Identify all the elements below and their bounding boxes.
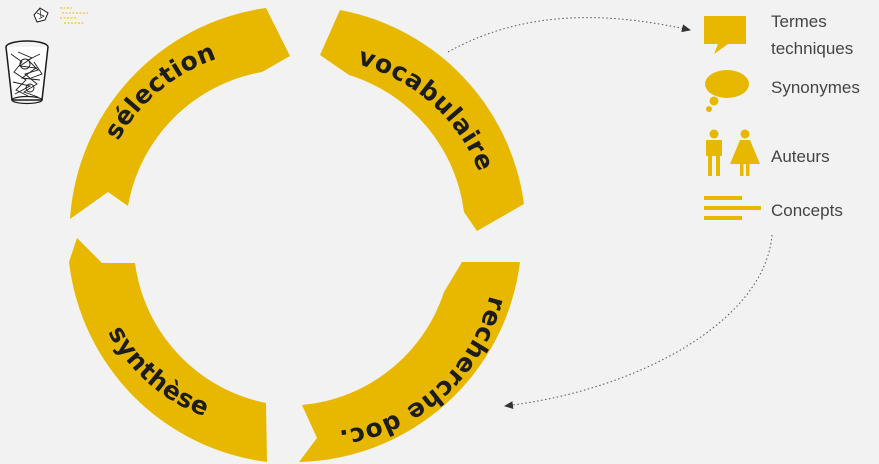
people-icon	[706, 129, 760, 176]
arc-synthese	[69, 238, 267, 462]
cycle-arcs	[69, 8, 524, 462]
arc-vocabulaire	[320, 10, 524, 231]
text-lines-icon	[704, 196, 761, 220]
arc-recherche	[299, 262, 520, 462]
legend-label-synonymes: Synonymes	[771, 78, 860, 97]
thought-bubble-icon	[705, 70, 749, 112]
legend-item-termes: Termes techniques	[704, 12, 853, 58]
legend-label-auteurs: Auteurs	[771, 147, 830, 166]
arrow-to-legend	[447, 17, 691, 53]
legend-item-auteurs: Auteurs	[706, 129, 830, 176]
legend-item-concepts: Concepts	[704, 196, 843, 220]
trash-bin-icon	[5, 40, 49, 105]
speech-bubble-icon	[704, 16, 746, 54]
legend-label-concepts: Concepts	[771, 201, 843, 220]
arc-selection	[70, 8, 290, 219]
legend-item-synonymes: Synonymes	[705, 70, 860, 112]
crumpled-paper-icon	[33, 7, 88, 24]
legend: Termes techniques Synonymes Auteurs	[704, 12, 860, 220]
arrow-to-recherche	[504, 234, 773, 410]
legend-label-termes-1: Termes	[771, 12, 827, 31]
legend-label-termes-2: techniques	[771, 39, 853, 58]
